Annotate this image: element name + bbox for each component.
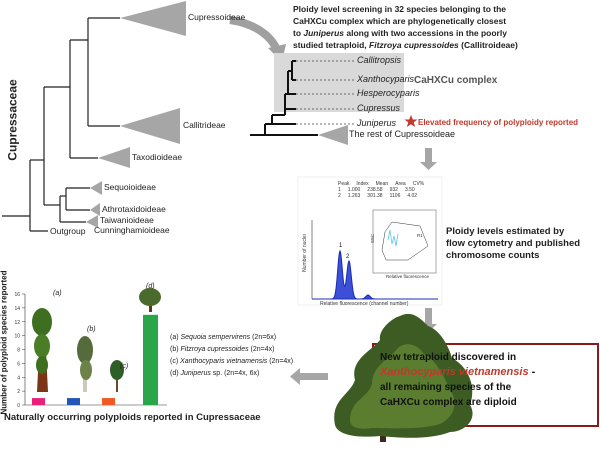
tree-illustration-c <box>110 360 124 392</box>
bar-chart-title: Naturally occurring polyploids reported … <box>4 412 261 423</box>
taxon-hesperocyparis: Hesperocyparis <box>357 88 420 98</box>
clade-triangle-athrotaxidoideae <box>90 203 100 216</box>
bar-1 <box>67 398 80 405</box>
intro-line-1: Ploidy level screening in 32 species bel… <box>293 4 507 14</box>
inset-xlabel: Relative fluorescence <box>386 274 430 279</box>
tree-label-d: (d) <box>146 283 155 290</box>
y-tick-label: 12 <box>14 320 20 326</box>
y-tick-label: 4 <box>17 375 20 381</box>
clade-triangle-taxodioideae <box>98 147 130 168</box>
bar-chart-yticks: 0 2 4 6 8 10 12 14 16 <box>14 292 25 409</box>
rest-clade-triangle <box>318 125 348 145</box>
curved-arrow <box>229 16 281 52</box>
tree-illustration-b <box>77 336 93 392</box>
result-line-1: New tetraploid discovered in <box>380 352 517 363</box>
bar-chart-legend: (a) Sequoia sempervirens (2n=6x) (b) Fit… <box>170 332 293 380</box>
inset-ylabel: SSC <box>370 233 376 244</box>
complex-highlight-box <box>274 53 404 112</box>
legend-item-b: (b) Fitzroya cupressoides (2n=4x) <box>170 346 275 353</box>
complex-tree-dots <box>296 60 355 125</box>
flow-caption: Ploidy levels estimated by flow cytometr… <box>446 226 581 261</box>
clade-label-taxodioideae: Taxodioideae <box>132 152 183 162</box>
bar-3 <box>143 314 158 405</box>
flow-histogram <box>312 249 438 300</box>
flow-peak-1-label: 1 <box>339 243 343 249</box>
y-tick-label: 8 <box>17 348 20 354</box>
intro-line-4: studied tetraploid, Fitzroya cupressoide… <box>293 40 518 50</box>
main-tree-branches <box>2 17 120 232</box>
y-tick-label: 10 <box>14 334 20 340</box>
bar-0 <box>32 398 45 405</box>
rest-label: The rest of Cupressoideae <box>349 129 456 139</box>
family-label: Cupressaceae <box>5 79 20 161</box>
cypress-photo <box>334 313 473 442</box>
legend-item-a: (a) Sequoia sempervirens (2n=6x) <box>170 334 277 341</box>
inset-gate-label: R1 <box>417 233 423 238</box>
taxon-cupressus: Cupressus <box>357 103 401 113</box>
intro-line-2: CaHXCu complex which are phylogeneticall… <box>293 16 507 26</box>
result-line-3: all remaining species of the <box>380 382 512 393</box>
result-line-4: CaHXCu complex are diploid <box>380 397 517 408</box>
clade-label-callitrideae: Callitrideae <box>183 120 226 130</box>
juniperus-note: Elevated frequency of polyploidy reporte… <box>418 118 579 127</box>
main-tree-clades <box>86 1 186 228</box>
y-tick-label: 16 <box>14 292 20 298</box>
clade-label-athrotaxidoideae: Athrotaxidoideae <box>102 204 166 214</box>
tree-label-b: (b) <box>87 326 96 333</box>
tree-illustration-a <box>32 308 52 392</box>
clade-label-outgroup: Outgroup <box>50 226 86 236</box>
complex-tree-branches <box>250 60 318 136</box>
inset-plot <box>372 209 437 274</box>
bar-chart-bars <box>32 314 158 405</box>
legend-item-d: (d) Juniperus sp. (2n=4x, 6x) <box>170 370 260 377</box>
tree-label-c: (c) <box>120 363 129 370</box>
bar-chart: 0 2 4 6 8 10 12 14 16 <box>14 292 167 409</box>
y-tick-label: 2 <box>17 389 20 395</box>
flow-peak-2-label: 2 <box>346 254 350 260</box>
flow-xlabel: Relative fluorescence (channel number) <box>320 301 409 307</box>
y-tick-label: 0 <box>17 403 20 409</box>
complex-label: CaHXCu complex <box>414 75 498 86</box>
clade-triangle-callitrideae <box>120 108 180 144</box>
result-box: New tetraploid discovered in Xanthocypar… <box>380 350 594 410</box>
inset-gate <box>381 221 429 261</box>
clade-triangle-cupressoideae <box>120 1 186 36</box>
intro-line-3: to Juniperus along with two accessions i… <box>293 28 507 38</box>
flow-ylabel: Number of nuclei <box>301 234 308 272</box>
clade-triangle-taiwanioideae <box>86 215 98 228</box>
y-tick-label: 6 <box>17 361 20 367</box>
bar-2 <box>102 398 115 405</box>
taxon-juniperus: Juniperus <box>357 118 397 128</box>
inset-scatter <box>387 229 399 247</box>
result-line-2: Xanthocyparis vietnamensis - <box>380 366 536 378</box>
taxon-xanthocyparis: Xanthocyparis <box>357 74 415 84</box>
legend-item-c: (c) Xanthocyparis vietnamensis (2n=4x) <box>170 358 294 365</box>
clade-label-cunninghamioideae: Cunninghamioideae <box>94 225 170 235</box>
tree-illustration-d <box>139 288 161 312</box>
clade-label-taiwanioideae: Taiwanioideae <box>100 215 154 225</box>
y-tick-label: 14 <box>14 306 20 312</box>
star-icon <box>404 115 418 127</box>
bar-chart-ylabel: Number of polyploid species reported <box>0 270 9 415</box>
clade-label-cupressoideae: Cupressoideae <box>188 12 246 22</box>
clade-triangle-sequoioideae <box>90 181 102 195</box>
taxon-callitropsis: Callitropsis <box>357 55 402 65</box>
clade-label-sequoioideae: Sequoioideae <box>104 182 156 192</box>
tree-label-a: (a) <box>53 290 62 297</box>
